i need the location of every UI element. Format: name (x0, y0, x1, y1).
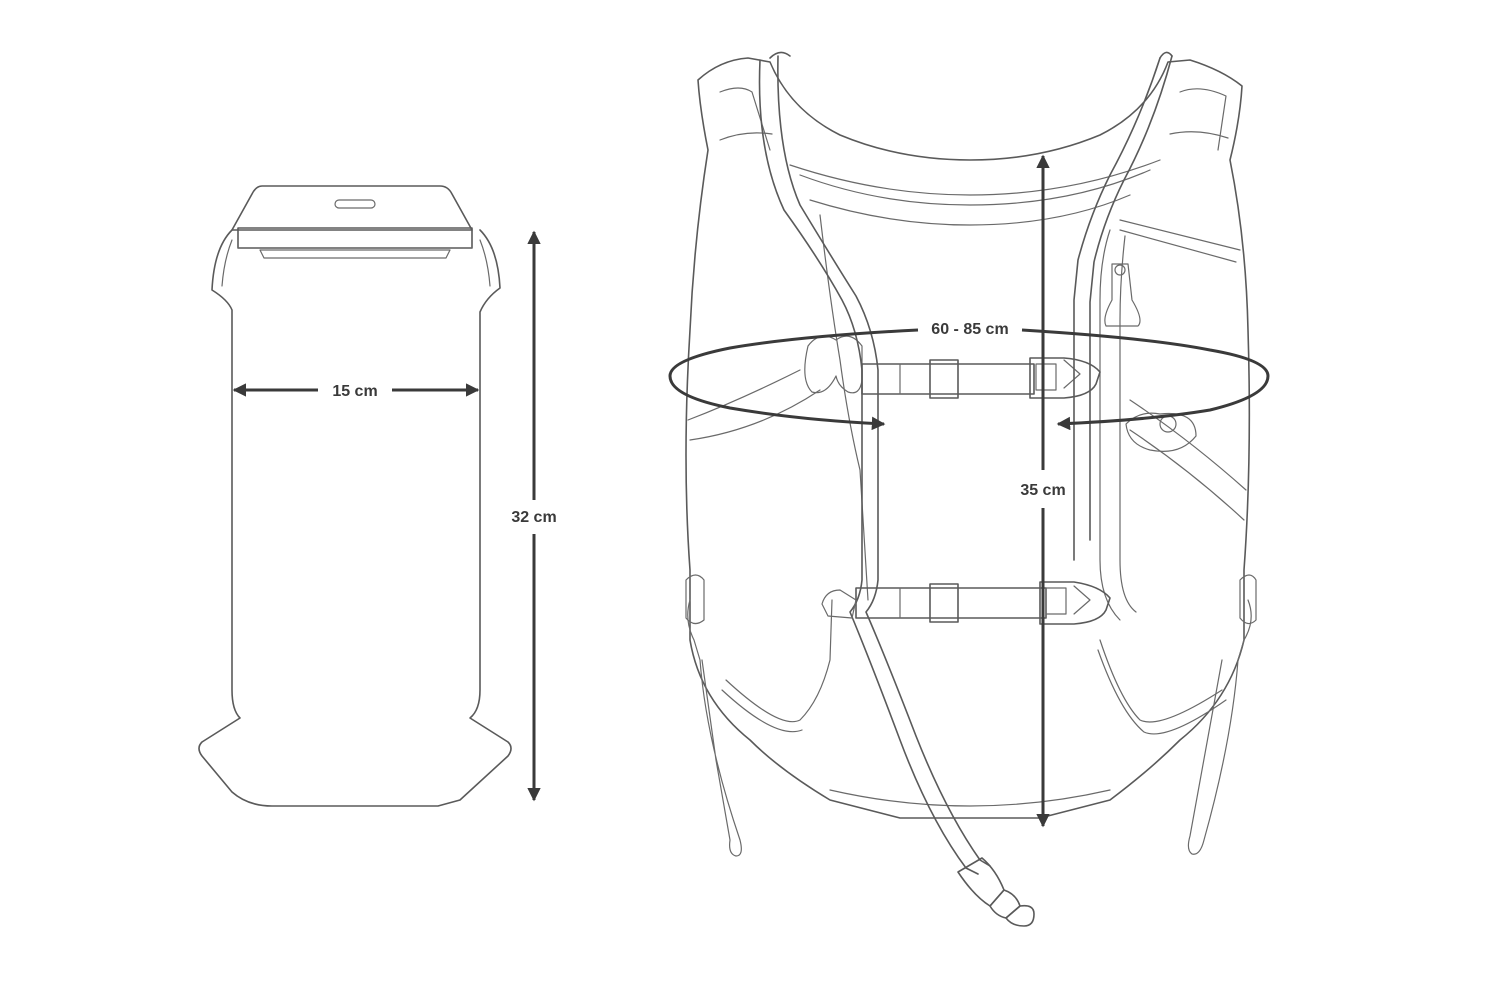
vest-chest-dimension: 60 - 85 cm (668, 321, 1270, 431)
vest-chest-label: 60 - 85 cm (931, 321, 1008, 338)
bladder-width-dimension: 15 cm (232, 383, 480, 400)
hydration-bladder-illustration (198, 185, 512, 807)
vest-height-dimension: 35 cm (1020, 154, 1066, 828)
bladder-height-dimension: 32 cm (511, 230, 557, 802)
bladder-width-label: 15 cm (332, 383, 377, 400)
running-vest-illustration (685, 51, 1257, 927)
vest-height-label: 35 cm (1020, 482, 1065, 499)
bladder-height-label: 32 cm (511, 509, 556, 526)
